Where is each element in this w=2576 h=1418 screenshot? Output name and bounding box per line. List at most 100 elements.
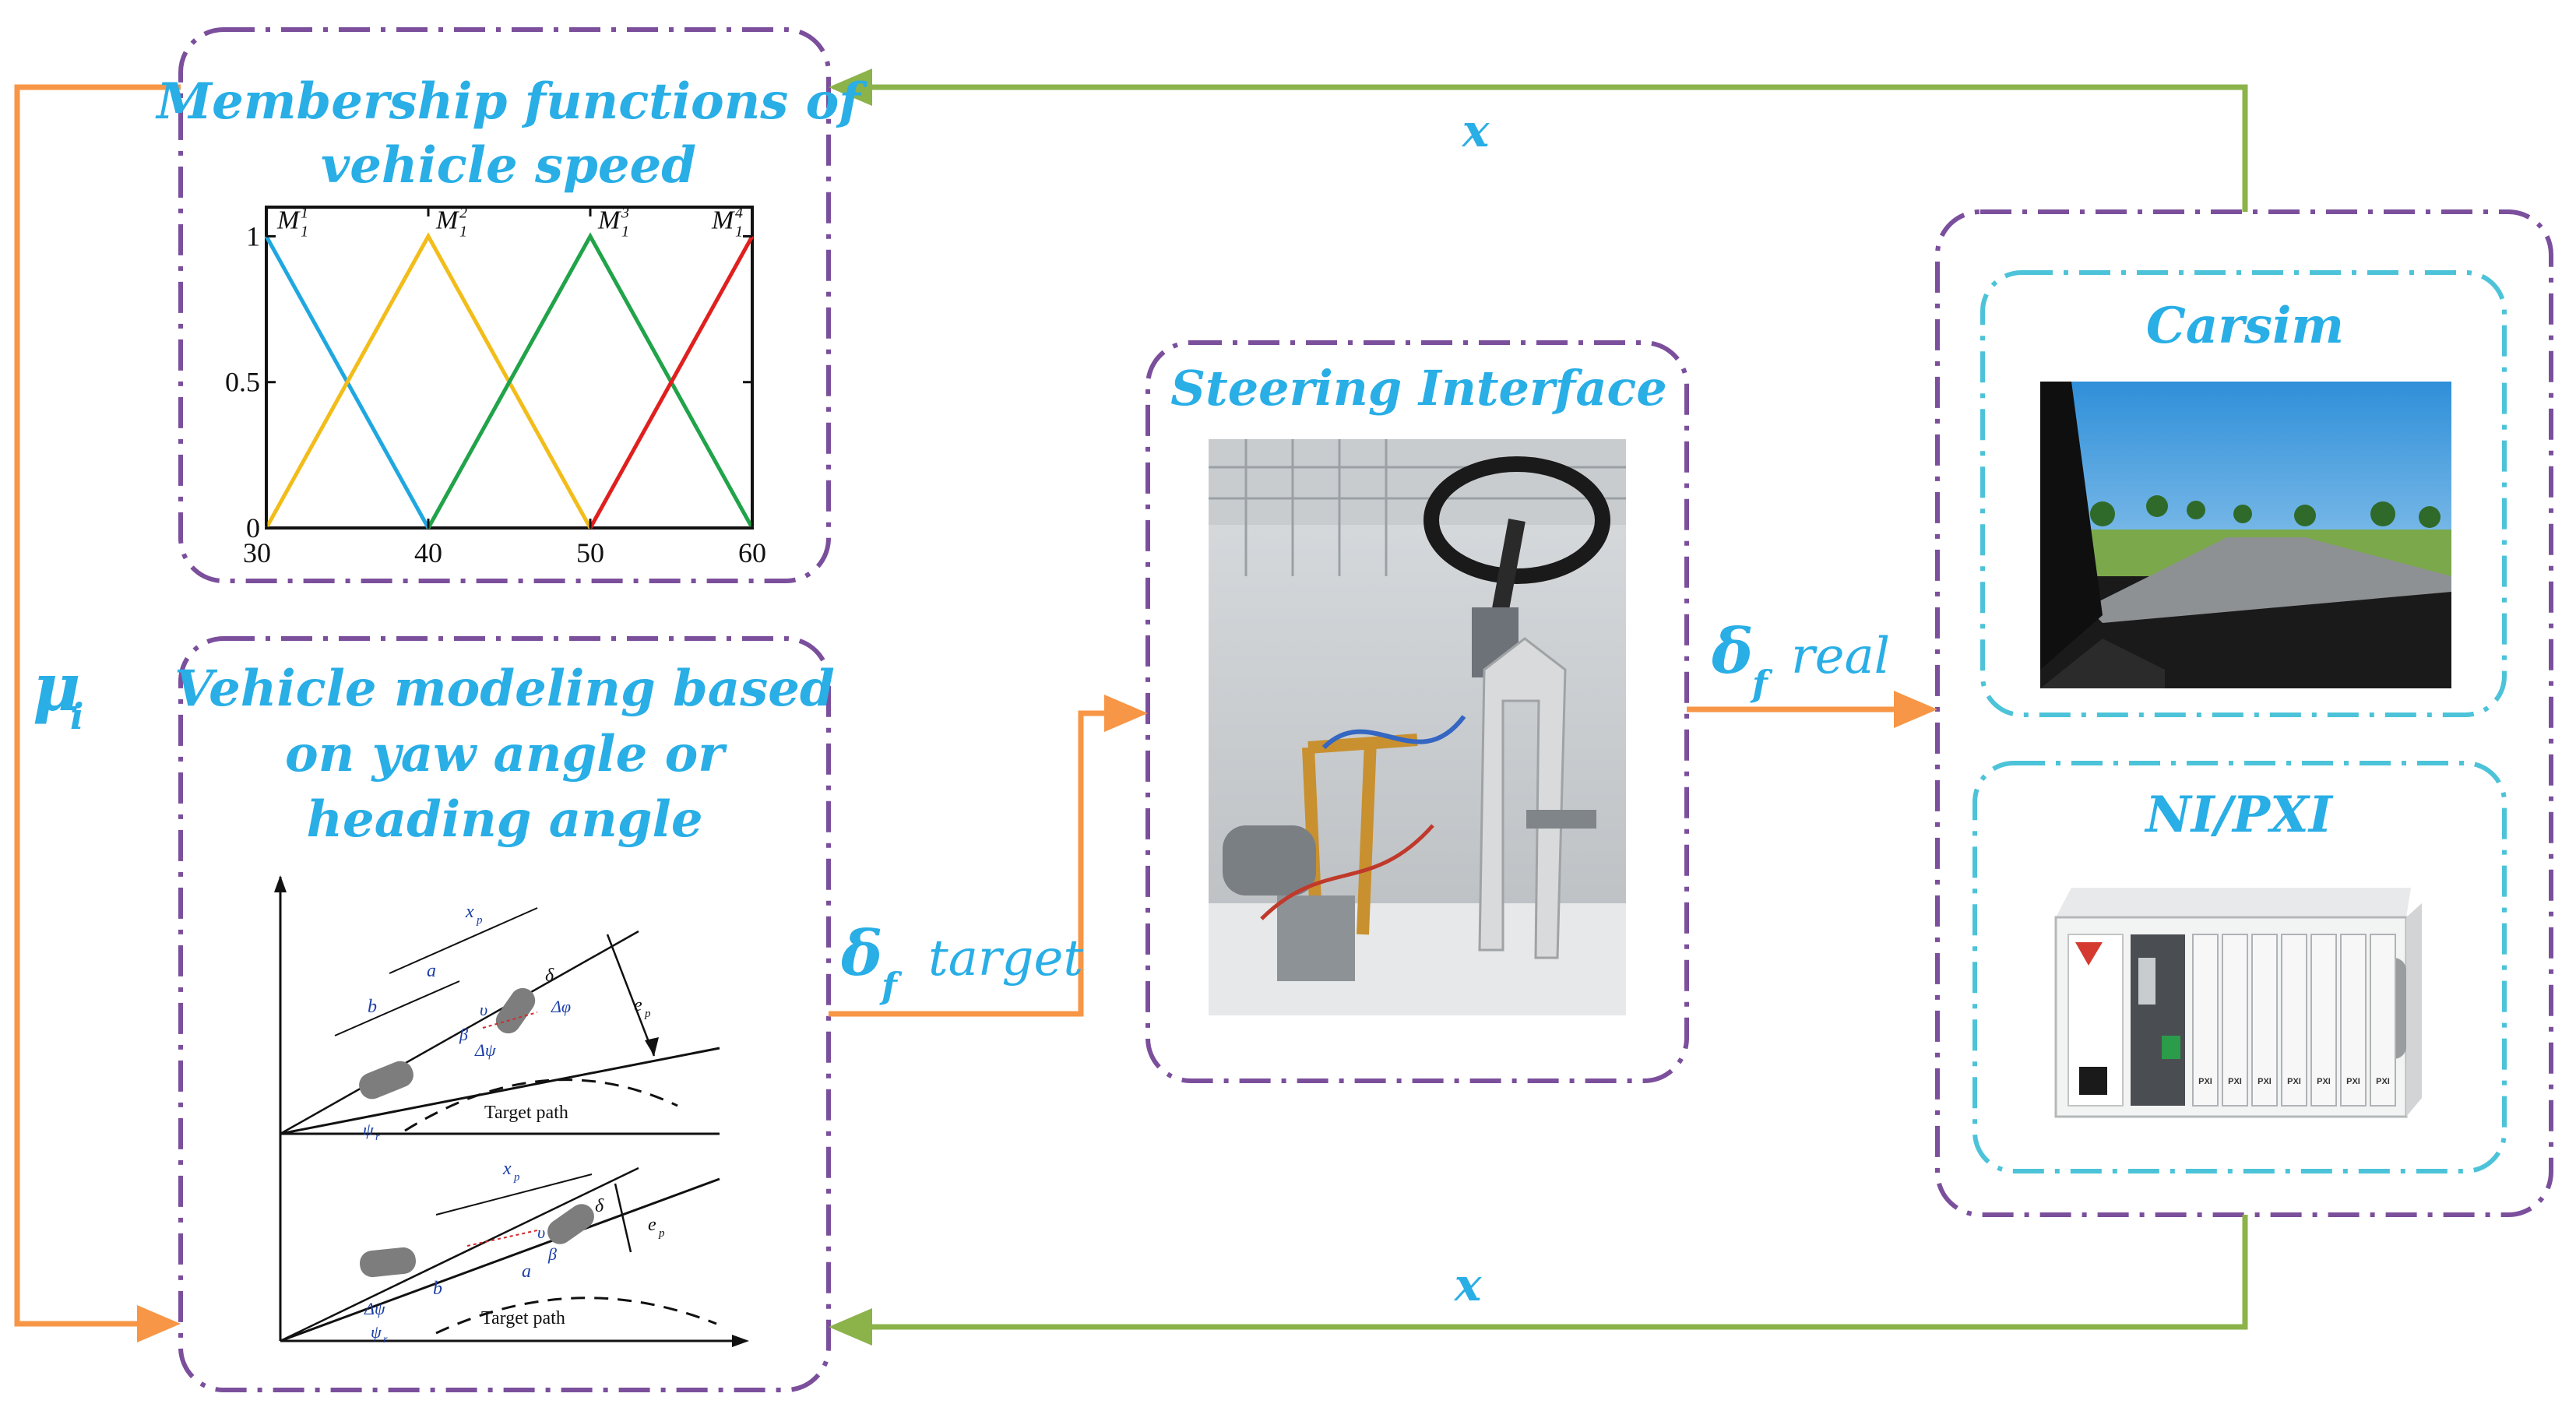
pxi-slot-card bbox=[2281, 934, 2307, 1107]
vehicle-model-title-line2: on yaw angle or bbox=[285, 725, 727, 783]
delta-target-arrow bbox=[829, 695, 1148, 1017]
mu-feedback-arrow bbox=[14, 84, 181, 1342]
vehicle-model-title-line3: heading angle bbox=[306, 790, 702, 849]
svg-text:p: p bbox=[513, 1171, 520, 1184]
pxi-slot-label: PXI bbox=[2258, 1077, 2272, 1086]
steering-wheel bbox=[1423, 456, 1610, 584]
svg-text:a: a bbox=[522, 1261, 531, 1282]
x-tick-label-1: 30 bbox=[243, 537, 271, 568]
mu-subscript: i bbox=[70, 695, 83, 737]
delta-real-word: real bbox=[1791, 628, 1890, 685]
svg-text:β: β bbox=[547, 1244, 557, 1264]
svg-text:Target path: Target path bbox=[481, 1308, 565, 1328]
svg-text:r: r bbox=[383, 1334, 388, 1346]
carsim-block-border bbox=[1980, 270, 2507, 717]
membership-title-line2: vehicle speed bbox=[321, 136, 696, 195]
series-line-4 bbox=[588, 235, 755, 530]
series-line-3 bbox=[426, 232, 755, 530]
steering-title: Steering Interface bbox=[1170, 360, 1666, 417]
x-top-label: x bbox=[1461, 104, 1490, 157]
svg-text:x: x bbox=[465, 902, 474, 922]
x-tick-label-4: 60 bbox=[738, 537, 766, 568]
vehicle-model-title-line1: Vehicle modeling based bbox=[174, 660, 834, 718]
delta-real-subscript: f bbox=[1750, 663, 1773, 705]
svg-text:e: e bbox=[634, 995, 642, 1015]
svg-text:Target path: Target path bbox=[484, 1103, 568, 1123]
svg-text:ψ: ψ bbox=[363, 1120, 374, 1139]
delta-real-label: δ f real bbox=[1711, 614, 1890, 705]
mu-label: μ i bbox=[33, 649, 83, 737]
membership-title-line1: Membership functions of bbox=[155, 72, 867, 131]
carsim-title: Carsim bbox=[2146, 297, 2344, 355]
y-tick-label-3: 1 bbox=[246, 220, 260, 252]
pxi-slot-label: PXI bbox=[2346, 1077, 2360, 1086]
series-label-sup-3: 3 bbox=[621, 204, 629, 221]
series-label-sub-4: 1 bbox=[735, 223, 743, 240]
pxi-slot-label: PXI bbox=[2317, 1077, 2331, 1086]
vehicle-model-block-border bbox=[178, 636, 831, 1392]
pxi-slot-label: PXI bbox=[2376, 1077, 2390, 1086]
membership-block-border bbox=[178, 27, 831, 583]
x-tick-label-2: 40 bbox=[414, 537, 442, 568]
pxi-slot-card bbox=[2340, 934, 2367, 1107]
pxi-slot-card bbox=[2370, 934, 2396, 1107]
svg-text:υ: υ bbox=[537, 1223, 545, 1242]
pxi-chassis: PXI PXI PXI PXI PXI PXI PXI bbox=[2054, 888, 2422, 1118]
svg-text:p: p bbox=[476, 914, 483, 927]
delta-target-symbol: δ bbox=[840, 917, 882, 990]
svg-text:r: r bbox=[375, 1131, 380, 1143]
delta-real-symbol: δ bbox=[1711, 614, 1753, 688]
pxi-slot-group: PXI PXI PXI PXI PXI PXI PXI bbox=[2192, 934, 2396, 1107]
x-feedback-top-arrow bbox=[829, 69, 2248, 212]
vehicle-kinematics-diagram: x p a b υ β δ Δφ Δψ e p ψ r Target path … bbox=[274, 875, 749, 1347]
delta-real-arrow bbox=[1687, 691, 1937, 728]
pxi-slot-card bbox=[2251, 934, 2278, 1107]
pxi-slot-card bbox=[2222, 934, 2248, 1107]
pxi-slot-card bbox=[2310, 934, 2337, 1107]
svg-text:δ: δ bbox=[545, 966, 554, 986]
simulation-block-border bbox=[1935, 209, 2553, 1217]
steering-rig-photo bbox=[1209, 439, 1626, 1015]
pxi-slot-label: PXI bbox=[2198, 1077, 2212, 1086]
y-tick-label-1: 0 bbox=[246, 512, 260, 544]
svg-text:υ: υ bbox=[480, 1000, 487, 1019]
delta-target-subscript: f bbox=[879, 965, 903, 1007]
svg-text:Δφ: Δφ bbox=[551, 997, 571, 1016]
svg-text:e: e bbox=[648, 1215, 656, 1235]
svg-text:p: p bbox=[658, 1227, 665, 1240]
y-tick-label-2: 0.5 bbox=[225, 367, 260, 398]
svg-text:Δψ: Δψ bbox=[364, 1299, 385, 1318]
svg-text:b: b bbox=[368, 997, 377, 1017]
delta-target-word: target bbox=[928, 930, 1083, 987]
series-line-2 bbox=[264, 232, 593, 530]
svg-text:Δψ: Δψ bbox=[474, 1040, 496, 1060]
pxi-slot-card bbox=[2192, 934, 2219, 1107]
pxi-slot-label: PXI bbox=[2228, 1077, 2242, 1086]
chart-frame bbox=[265, 206, 754, 530]
svg-text:ψ: ψ bbox=[371, 1322, 382, 1342]
series-label-sup-4: 4 bbox=[735, 204, 743, 221]
steering-block-border bbox=[1145, 340, 1689, 1083]
delta-target-label: δ f target bbox=[840, 917, 1083, 1007]
svg-text:b: b bbox=[433, 1279, 442, 1299]
series-label-4: M bbox=[711, 206, 735, 234]
svg-text:a: a bbox=[427, 961, 436, 981]
series-label-sup-2: 2 bbox=[459, 204, 467, 221]
x-bottom-label: x bbox=[1453, 1258, 1483, 1311]
nipxi-title: NI/PXI bbox=[2144, 786, 2334, 844]
svg-text:x: x bbox=[502, 1159, 512, 1179]
svg-text:p: p bbox=[644, 1008, 651, 1020]
series-label-2: M bbox=[435, 206, 459, 234]
svg-text:δ: δ bbox=[595, 1196, 604, 1216]
series-label-sub-1: 1 bbox=[301, 223, 308, 240]
series-label-3: M bbox=[597, 206, 621, 234]
series-label-sub-3: 1 bbox=[621, 223, 629, 240]
nipxi-block-border bbox=[1972, 761, 2507, 1173]
pxi-slot-label: PXI bbox=[2287, 1077, 2301, 1086]
carsim-screenshot bbox=[2040, 382, 2451, 688]
x-tick-label-3: 50 bbox=[576, 537, 604, 568]
series-label-sup-1: 1 bbox=[301, 204, 308, 221]
x-feedback-bottom-arrow bbox=[829, 1215, 2248, 1346]
